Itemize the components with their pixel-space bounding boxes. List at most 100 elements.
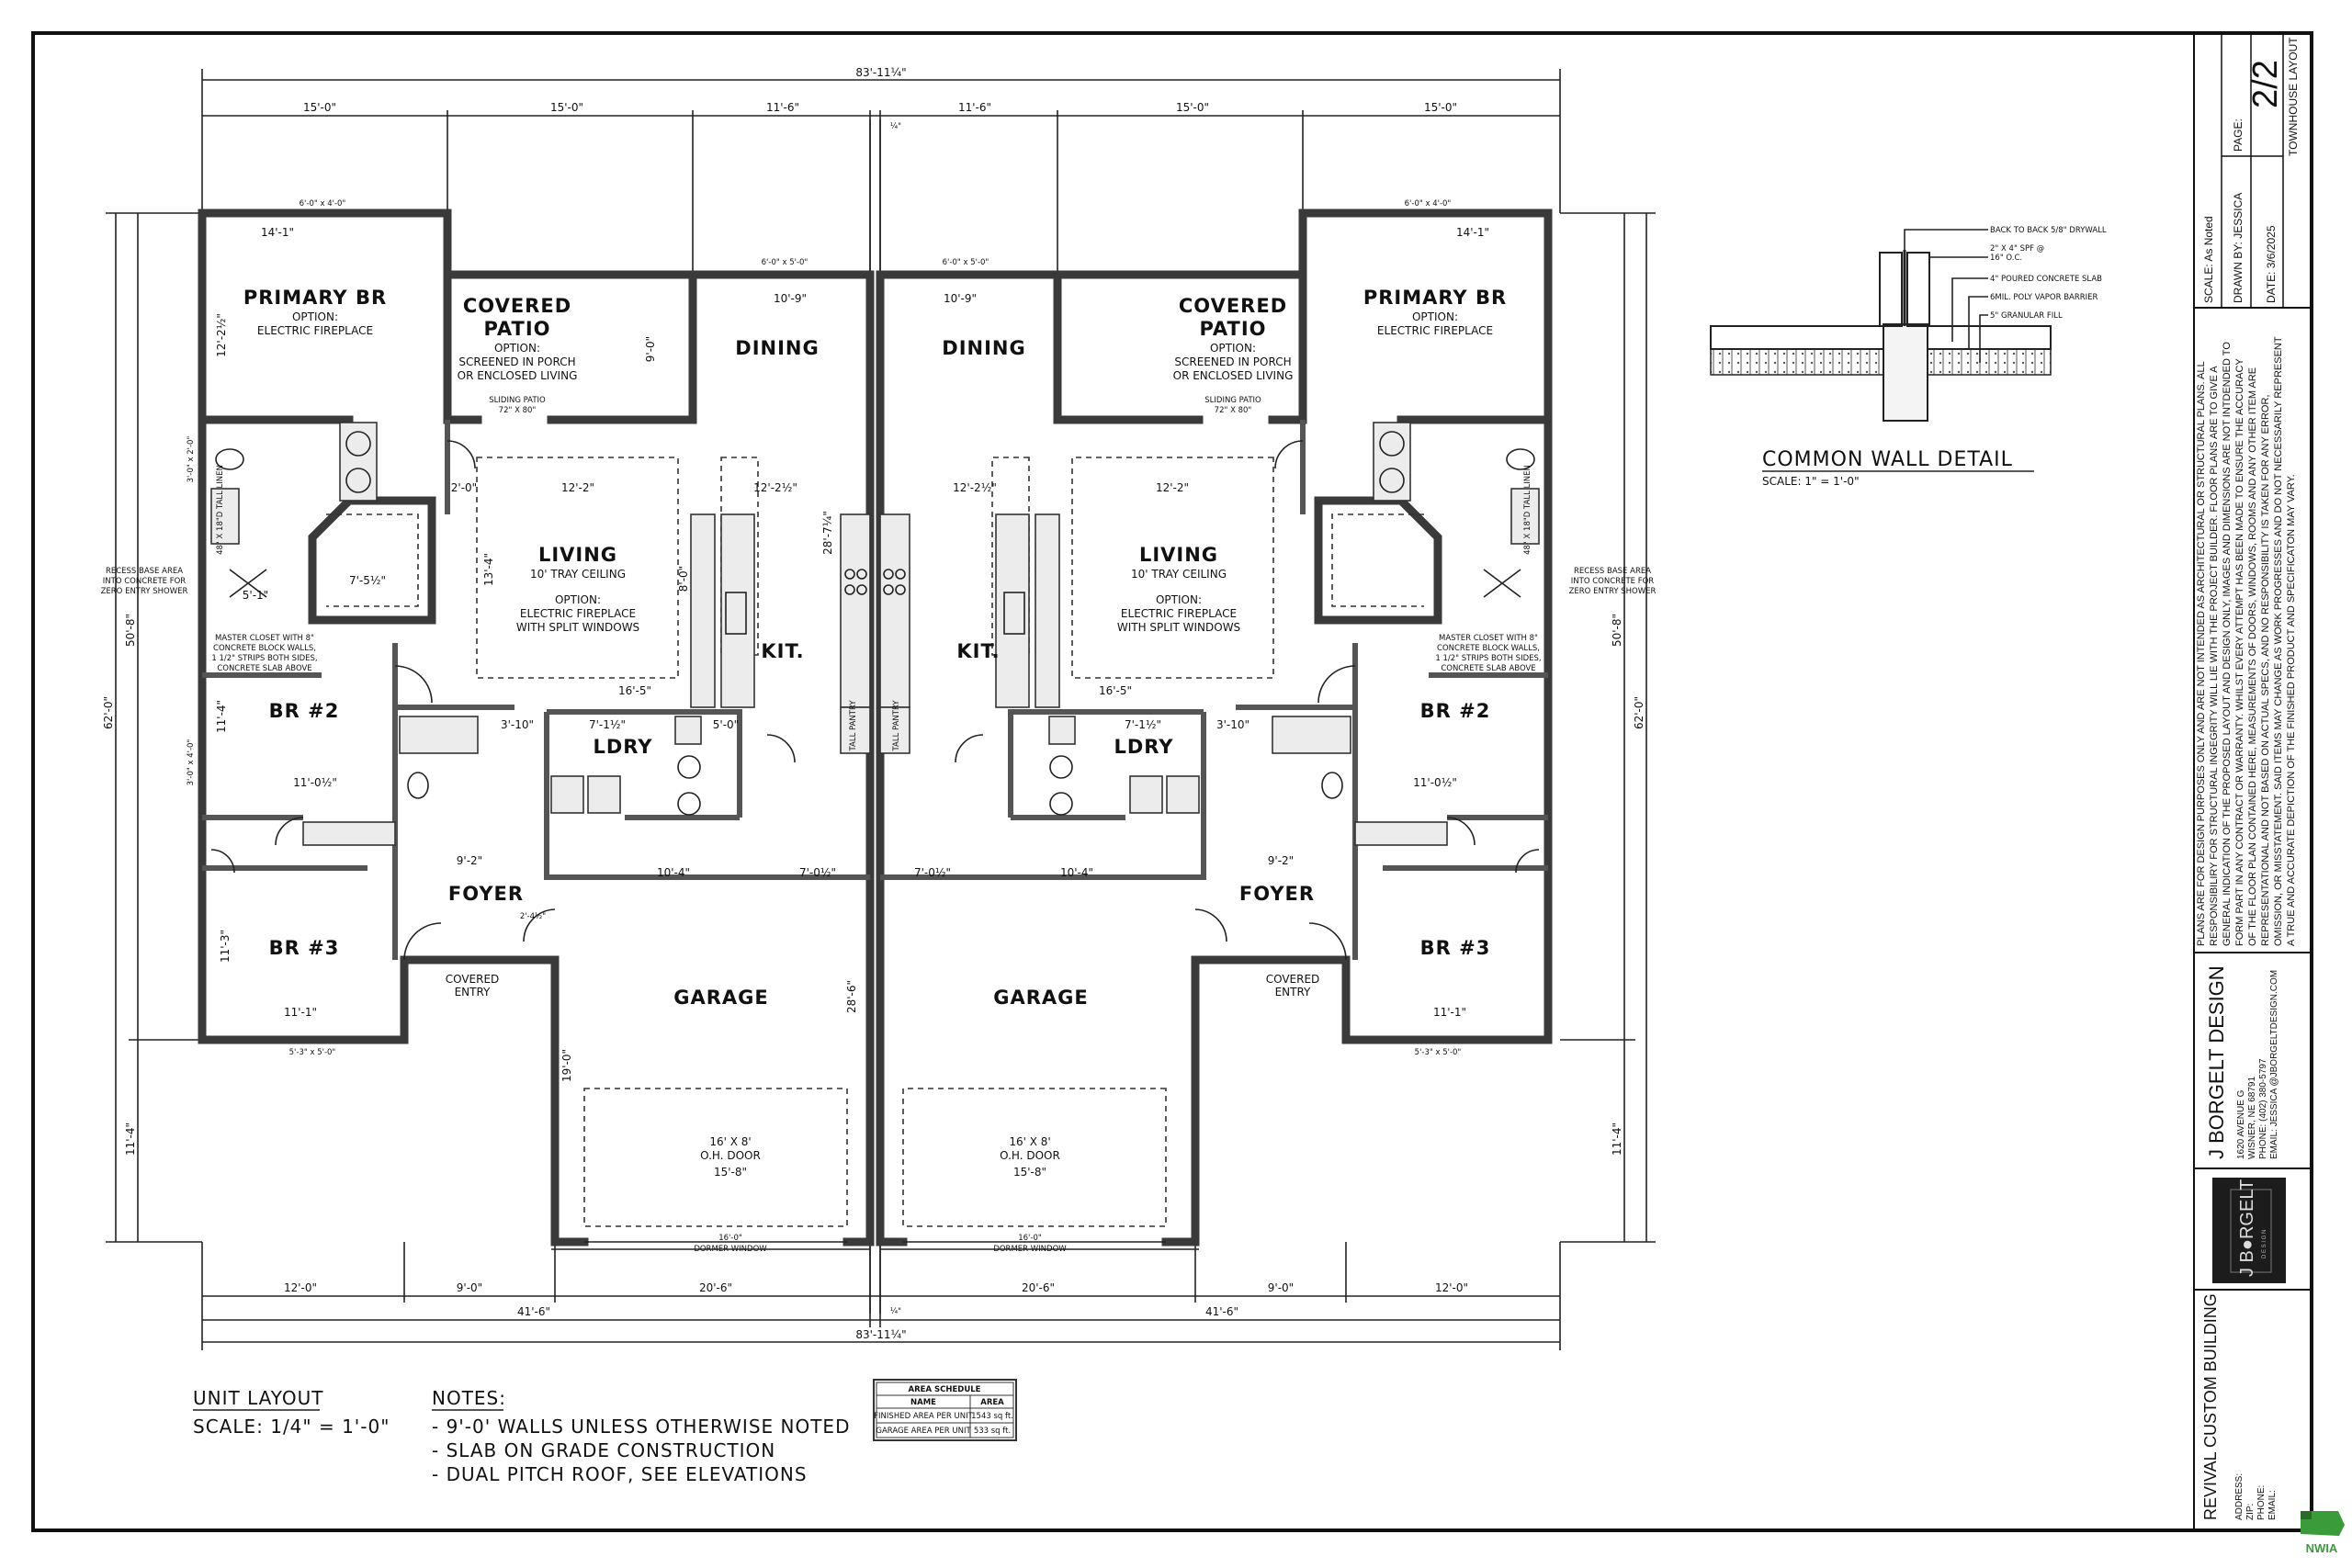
room-note: 48" X 18"D TALL LINEN: [1523, 465, 1532, 555]
dormer-label: DORMER WINDOW: [694, 1245, 767, 1254]
dim: 7'-1½": [1125, 718, 1161, 731]
garage-door-label: 16' X 8': [709, 1135, 751, 1148]
client-phone-label: PHONE:: [2256, 1485, 2267, 1520]
annotation: MASTER CLOSET WITH 8": [1439, 634, 1538, 643]
dim-center-top: ¼": [890, 122, 901, 131]
garage-door-label: O.H. DOOR: [1000, 1149, 1060, 1162]
dim: 11'-6": [958, 101, 991, 114]
room-note: ELECTRIC FIREPLACE: [1121, 607, 1237, 620]
area-cell: 1543 sq ft.: [971, 1412, 1013, 1421]
dim: 16'-5": [618, 684, 651, 697]
unit-layout-scale: SCALE: 1/4" = 1'-0": [193, 1416, 390, 1438]
dim: 11'-1": [1433, 1006, 1466, 1019]
annotation: ZERO ENTRY SHOWER: [101, 587, 188, 596]
room-note: OPTION:: [1210, 342, 1256, 355]
dim: 10'-4": [657, 866, 690, 879]
unit-left-labels: PRIMARY BR OPTION: ELECTRIC FIREPLACE CO…: [101, 199, 858, 1254]
dim: 41'-6": [1205, 1305, 1238, 1318]
room-note: SLIDING PATIO: [489, 396, 546, 405]
area-cell: FINISHED AREA PER UNIT: [874, 1412, 973, 1421]
room-garage: GARAGE: [673, 987, 769, 1009]
dim: 7'-1½": [589, 718, 626, 731]
room-note: OPTION:: [555, 593, 601, 606]
dim: 11'-4": [1611, 1122, 1623, 1156]
designer-phone: PHONE: (402) 380-5797: [2258, 1058, 2268, 1159]
room-note: 72" X 80": [1215, 406, 1252, 415]
room-note: SCREENED IN PORCH: [1174, 355, 1291, 368]
dim: 11'-4": [215, 700, 228, 733]
room-br3: BR #3: [1420, 937, 1491, 959]
area-header: AREA: [980, 1398, 1004, 1407]
dim: 19'-0": [560, 1049, 573, 1082]
dim: 11'-1": [284, 1006, 317, 1019]
dim: 62'-0": [102, 696, 115, 729]
dim: 12'-2½": [215, 313, 228, 357]
dim: 2'-0": [451, 481, 477, 494]
dim: 12'-0": [284, 1281, 317, 1294]
dim: 12'-0": [1435, 1281, 1468, 1294]
room-covered-patio: COVERED: [463, 295, 571, 317]
annotation: INTO CONCRETE FOR: [103, 577, 186, 586]
title-drawn-by: DRAWN BY: JESSICA: [2232, 193, 2245, 303]
dim: 2'-4½": [520, 912, 546, 921]
note-item: - SLAB ON GRADE CONSTRUCTION: [432, 1439, 775, 1461]
dim: 11'-6": [766, 101, 799, 114]
dim: 9'-0": [644, 336, 657, 362]
disclaimer-line: FORM PART IN ANY CONTRACT OR WARRANTY. W…: [2234, 358, 2245, 946]
dim: 14'-1": [261, 226, 294, 239]
room-note: 72" X 80": [499, 406, 537, 415]
room-foyer: FOYER: [1239, 883, 1315, 905]
dim: 28'-6": [845, 980, 858, 1013]
nwia-text: NWIA: [2306, 1541, 2338, 1555]
detail-title: COMMON WALL DETAIL: [1762, 448, 2013, 471]
disclaimer-line: OMISSION, OR MISSTATEMENT. SAID ITEMS MA…: [2273, 336, 2284, 946]
dim: 12'-2½": [953, 481, 997, 494]
room-note: OPTION:: [1156, 593, 1202, 606]
annotation: CONCRETE SLAB ABOVE: [217, 664, 311, 673]
room-br2: BR #2: [1420, 700, 1491, 722]
dim: 6'-0" x 5'-0": [762, 258, 808, 267]
room-note: WITH SPLIT WINDOWS: [1117, 621, 1240, 634]
unit-left-walls: [198, 209, 875, 1250]
dim: 11'-0½": [1413, 776, 1457, 789]
room-covered-patio-2: PATIO: [483, 318, 550, 340]
room-note: OPTION:: [1412, 310, 1458, 323]
client-zip-label: ZIP:: [2245, 1504, 2256, 1520]
room-note: TALL PANTRY: [849, 700, 858, 752]
room-kitchen: KIT.: [956, 640, 1000, 662]
detail-label: 5" GRANULAR FILL: [1990, 311, 2063, 321]
title-page-label: PAGE:: [2232, 118, 2245, 152]
dimension-lines: [106, 69, 1656, 1350]
annotation: 1 1/2" STRIPS BOTH SIDES,: [1435, 654, 1541, 663]
title-date: DATE: 3/6/2025: [2265, 225, 2278, 303]
room-covered-entry-2: ENTRY: [1275, 986, 1311, 998]
dim: 3'-10": [501, 718, 534, 731]
room-note: ELECTRIC FIREPLACE: [257, 324, 373, 337]
room-foyer: FOYER: [448, 883, 524, 905]
common-wall-detail: BACK TO BACK 5/8" DRYWALL 2" X 4" SPF @ …: [1710, 226, 2107, 488]
sheet-border: [31, 31, 2313, 1532]
logo-text: J B●RGELT: [2237, 1179, 2257, 1277]
disclaimer-line: A TRUE AND ACCURATE DEPICTION OF THE FIN…: [2286, 474, 2297, 946]
detail-label: BACK TO BACK 5/8" DRYWALL: [1990, 226, 2107, 235]
detail-label: 16" O.C.: [1990, 254, 2022, 263]
dim: 16'-5": [1099, 684, 1132, 697]
room-covered-entry: COVERED: [1266, 973, 1320, 986]
dim: 12'-2": [561, 481, 594, 494]
dim: 6'-0" x 4'-0": [300, 199, 346, 209]
room-laundry: LDRY: [1114, 736, 1173, 758]
nwia-watermark: NWIA: [2301, 1511, 2345, 1555]
disclaimer-line: GENERAL INDICATION OF THE PROPOSED LAYOU…: [2222, 342, 2233, 946]
annotation: INTO CONCRETE FOR: [1571, 577, 1654, 586]
note-item: - DUAL PITCH ROOF, SEE ELEVATIONS: [432, 1463, 808, 1485]
dim: 10'-9": [774, 292, 807, 305]
title-scale: SCALE: As Noted: [2202, 216, 2215, 303]
room-primary-br: PRIMARY BR: [1363, 287, 1507, 309]
room-dining: DINING: [942, 337, 1025, 359]
dormer-label: DORMER WINDOW: [993, 1245, 1067, 1254]
disclaimer-line: REPRESENTATIONAL AND NOT BASED ON ACTUAL…: [2260, 395, 2271, 946]
unit-right-labels: PRIMARY BR OPTION: ELECTRIC FIREPLACE CO…: [892, 199, 1657, 1254]
room-note: 10' TRAY CEILING: [530, 568, 626, 581]
dormer-label: 16'-0": [1018, 1234, 1042, 1243]
